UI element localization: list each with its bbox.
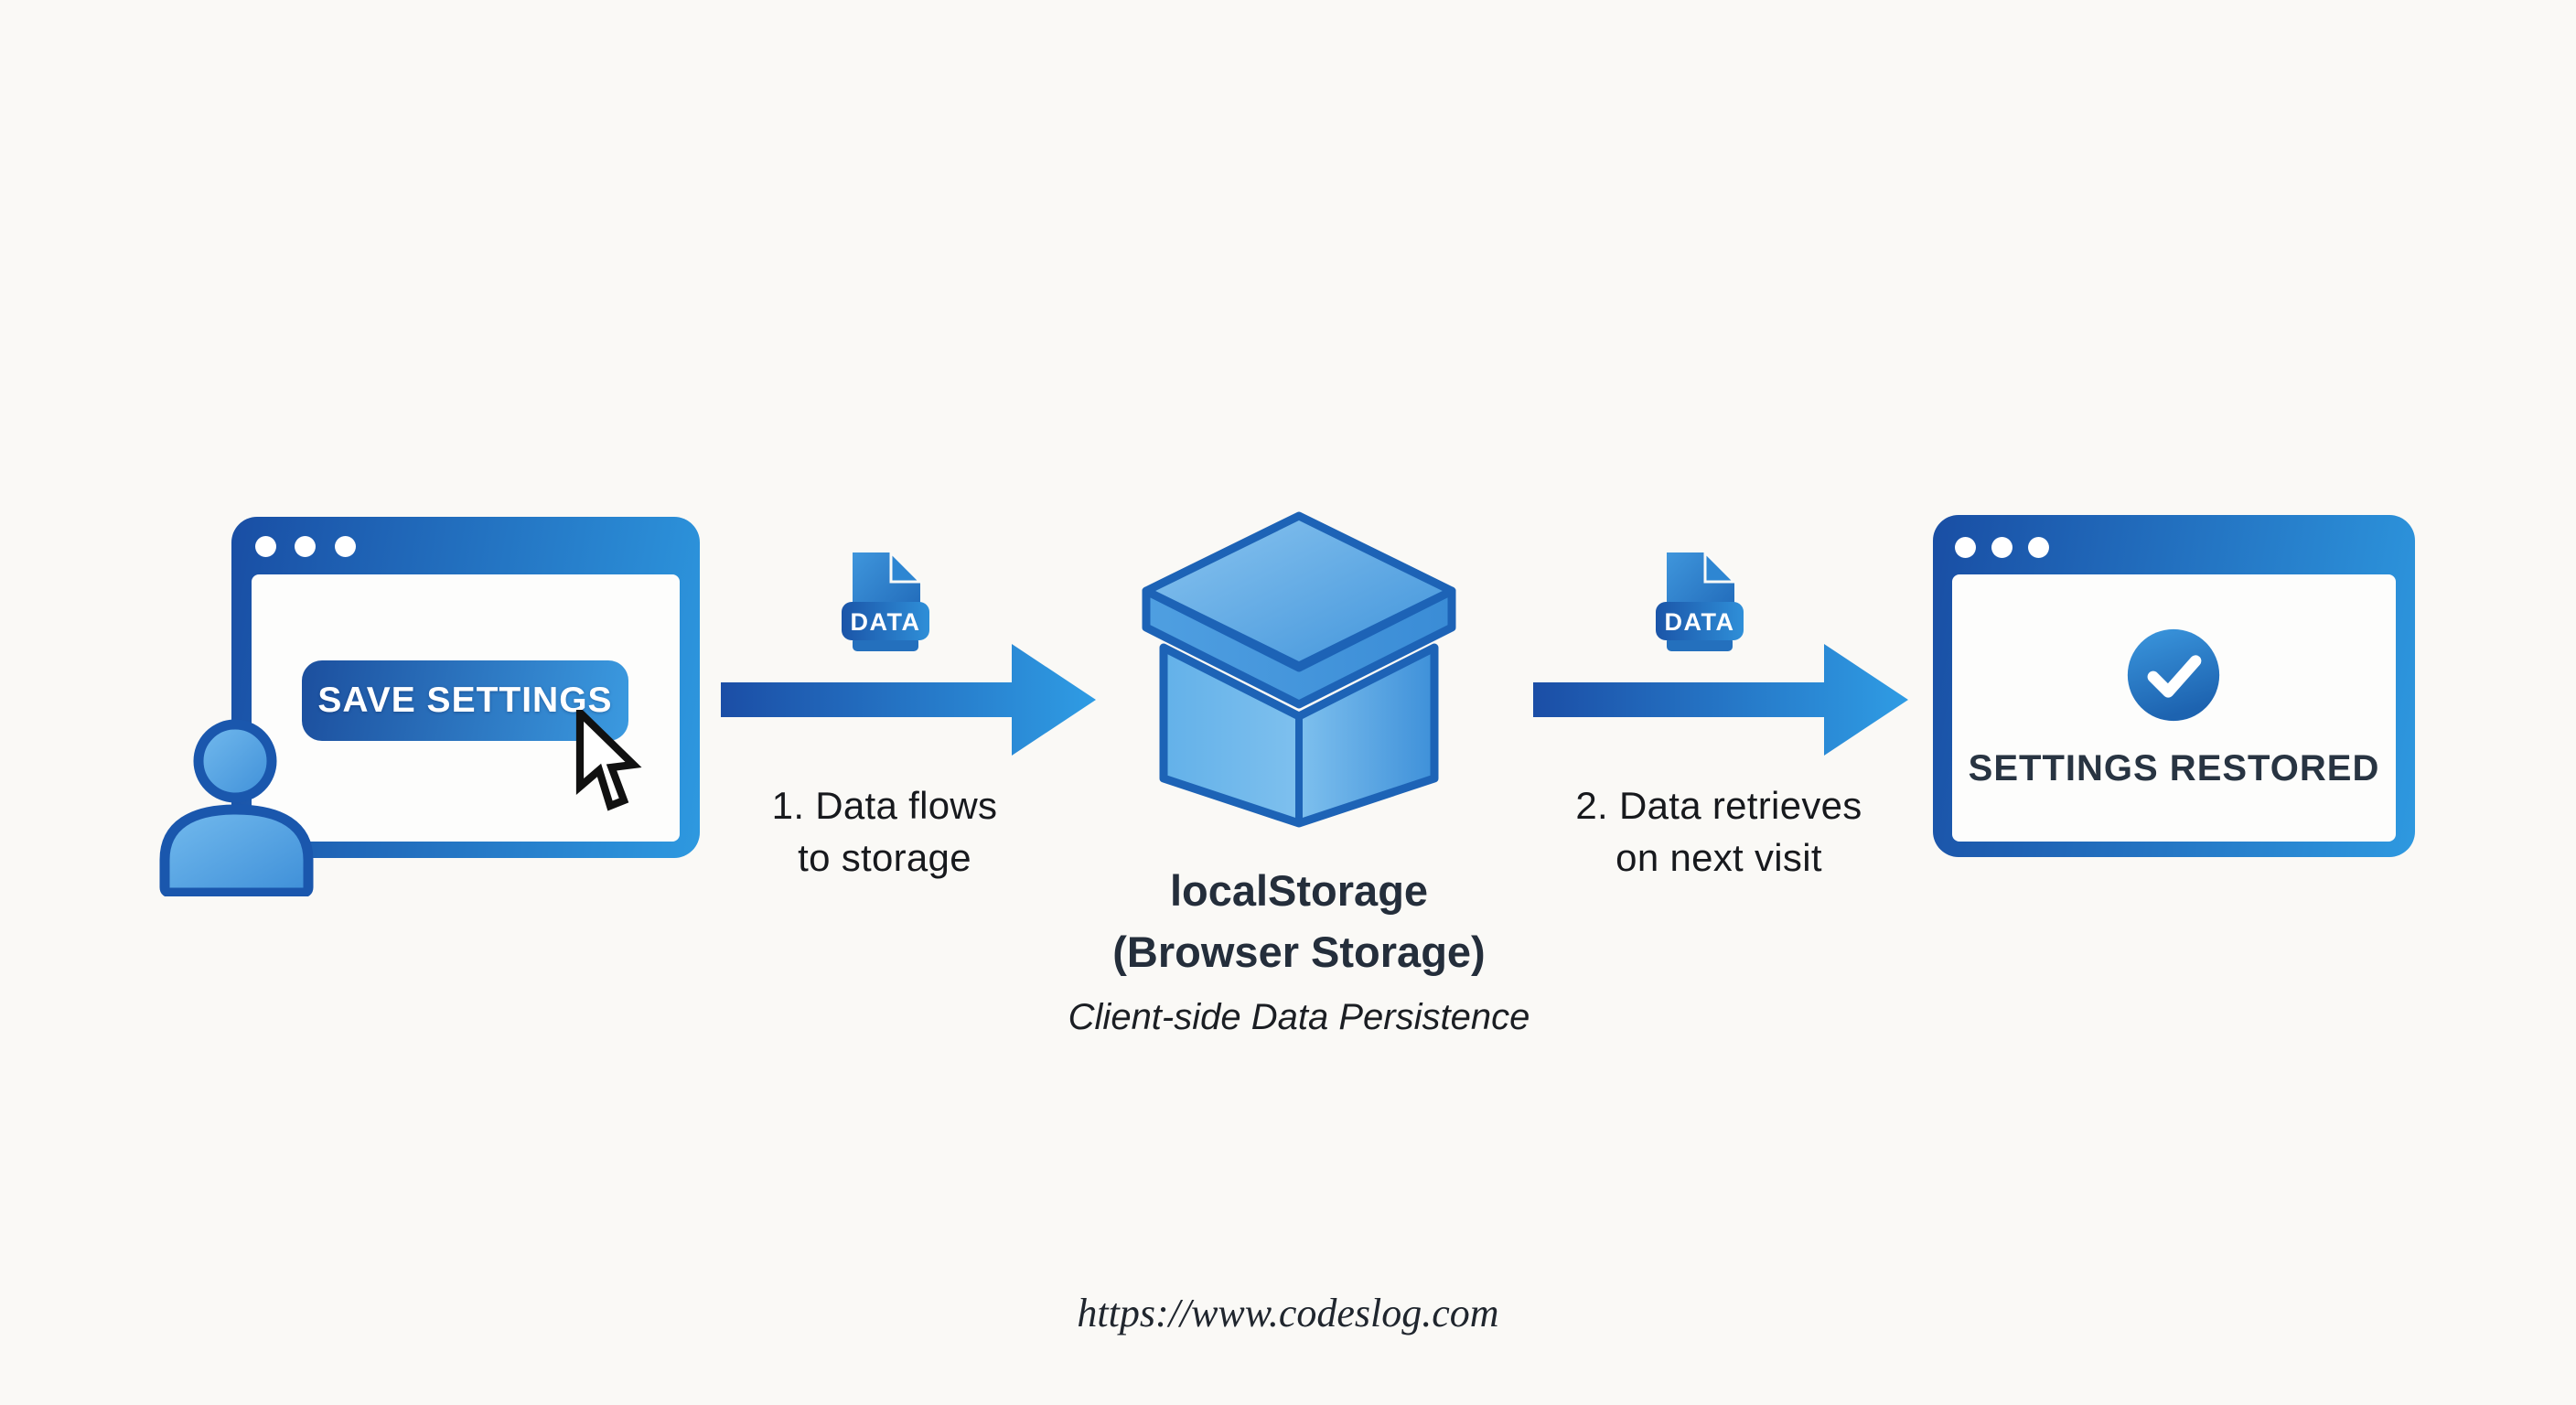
window-control-dot: [1955, 537, 1976, 558]
user-icon: [159, 719, 314, 896]
window-control-dot: [255, 536, 276, 557]
window-control-dot: [2028, 537, 2049, 558]
save-settings-button[interactable]: SAVE SETTINGS: [302, 660, 628, 741]
cursor-icon: [575, 710, 642, 811]
window-control-dot: [295, 536, 316, 557]
flow-step-1-label: 1. Data flows to storage: [771, 784, 998, 879]
storage-title: localStorage: [1169, 866, 1429, 915]
window-control-dot: [1991, 537, 2012, 558]
storage-text-block: localStorage (Browser Storage) Client-si…: [1015, 860, 1583, 1038]
data-file-icon: DATA: [1656, 549, 1744, 651]
arrow-right-icon: [721, 644, 1096, 756]
window-control-dot: [335, 536, 356, 557]
settings-restored-label: SETTINGS RESTORED: [1968, 748, 2380, 788]
data-badge-label: DATA: [851, 608, 921, 636]
data-file-icon: DATA: [842, 549, 929, 651]
site-url: https://www.codeslog.com: [1077, 1291, 1499, 1335]
storage-box-icon: [1142, 511, 1456, 828]
arrow-right-icon: [1533, 644, 1908, 756]
data-badge-label: DATA: [1665, 608, 1735, 636]
storage-caption: Client-side Data Persistence: [1068, 997, 1530, 1037]
browser-window-before: SAVE SETTINGS: [231, 517, 700, 858]
save-settings-label: SAVE SETTINGS: [317, 681, 613, 720]
checkmark-icon: [2127, 628, 2220, 722]
flow-step-2-label: 2. Data retrieves on next visit: [1575, 784, 1862, 879]
storage-subtitle: (Browser Storage): [1112, 928, 1486, 976]
